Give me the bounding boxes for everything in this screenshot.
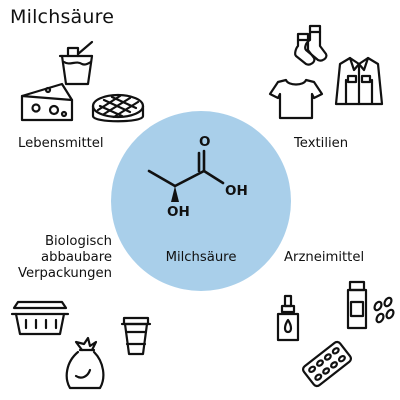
jacket-icon [334, 56, 384, 106]
hydroxyl-label-bottom: OH [167, 204, 190, 220]
cheese-icon [20, 82, 74, 122]
category-pharma-label: Arzneimittel [284, 250, 365, 265]
pie-icon [91, 93, 145, 123]
socks-icon [294, 24, 328, 66]
food-container-icon [10, 300, 70, 336]
yogurt-cup-icon [58, 40, 94, 86]
trash-bag-icon [65, 336, 105, 390]
packaging-line-3: Verpackungen [17, 266, 112, 281]
molecule-name: Milchsäure [165, 250, 237, 265]
packaging-line-1: Biologisch [44, 234, 112, 249]
page-title: Milchsäure [10, 6, 115, 28]
category-packaging-label: Biologisch abbaubare Verpackungen [8, 234, 112, 282]
category-food-label: Lebensmittel [18, 136, 104, 151]
coffee-cup-icon [120, 316, 152, 356]
tshirt-icon [268, 78, 324, 120]
pill-bottle-icon [346, 280, 395, 330]
molecule-circle [111, 111, 291, 291]
dropper-bottle-icon [276, 294, 300, 342]
category-textiles-label: Textilien [294, 136, 349, 151]
oxygen-label: O [199, 134, 210, 150]
packaging-line-2: abbaubare [41, 250, 112, 265]
blister-pack-icon [302, 340, 352, 388]
hydroxyl-label-right: OH [225, 183, 248, 199]
